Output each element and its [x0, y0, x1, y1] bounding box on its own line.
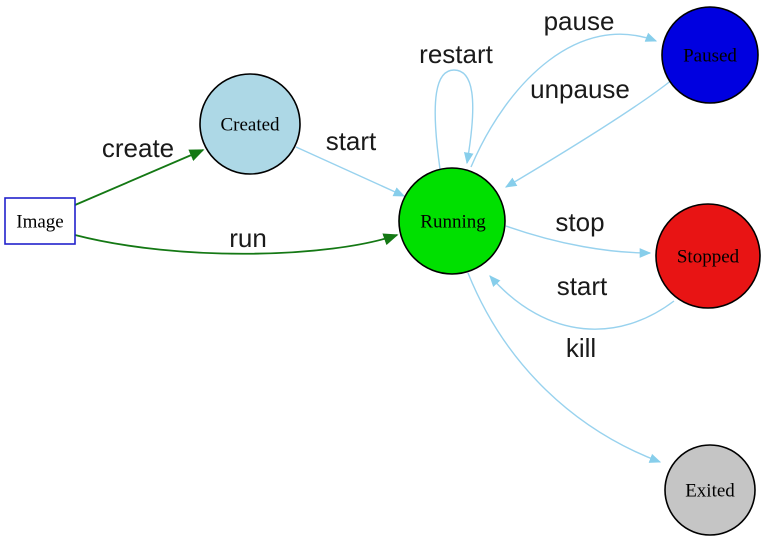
edge-label-run: run: [229, 223, 267, 253]
edge-label-create: create: [102, 133, 174, 163]
edge-unpause: [504, 78, 674, 188]
edge-label-unpause: unpause: [530, 74, 630, 104]
edge-label-start-stopped: start: [557, 271, 608, 301]
node-paused-circle: [661, 6, 759, 104]
node-exited-label: Exited: [685, 481, 735, 502]
node-image-label: Image: [16, 212, 63, 233]
edge-start-stopped-running: [489, 275, 675, 330]
edge-label-restart: restart: [419, 39, 493, 69]
node-created-circle: [199, 73, 301, 175]
node-stopped-label: Stopped: [677, 247, 740, 268]
edge-label-kill: kill: [566, 333, 596, 363]
edge-label-start-created: start: [326, 126, 377, 156]
node-running-circle: [398, 167, 506, 275]
edge-label-stop: stop: [555, 207, 604, 237]
edge-stop: [505, 225, 652, 258]
node-stopped-circle: [655, 203, 761, 309]
edge-create: [74, 149, 205, 206]
edge-start-created-running: [295, 146, 406, 197]
edge-pause: [470, 32, 658, 168]
node-paused-label: Paused: [683, 46, 737, 67]
node-running-label: Running: [420, 212, 486, 233]
node-image-box: [4, 197, 76, 245]
edge-kill: [467, 272, 662, 463]
node-exited-circle: [664, 444, 756, 536]
edge-label-pause: pause: [544, 6, 615, 36]
edge-run: [74, 233, 399, 255]
edge-restart-self-loop: [434, 69, 474, 170]
node-created-label: Created: [220, 115, 280, 136]
